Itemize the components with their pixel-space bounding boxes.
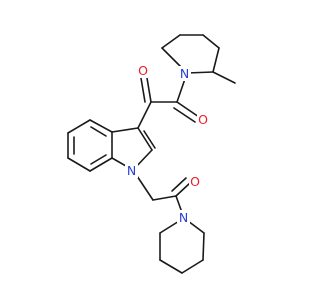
atom-label: O: [198, 112, 208, 127]
methyl-bond: [212, 71, 236, 84]
bond: [212, 47, 220, 73]
molecule-structure: O O N N O N: [67, 34, 236, 274]
bond: [181, 259, 204, 274]
atom-n-indole: N: [125, 163, 138, 178]
bond: [152, 195, 177, 201]
carbonyl-bond-outer: [175, 182, 191, 197]
bond: [202, 232, 205, 261]
bond: [67, 119, 91, 134]
atom-o-amide-bottom: O: [189, 174, 201, 189]
bond: [89, 119, 113, 133]
atom-n-piperidine-top: N: [178, 66, 191, 81]
carbonyl-bond-outer: [176, 101, 200, 118]
structure-canvas: O O N N O N: [67, 34, 236, 274]
atom-n-piperidine-bottom: N: [177, 210, 190, 225]
oxo-acetamide-linker: [137, 72, 200, 129]
carbonyl-bond-inner: [173, 107, 196, 123]
atom-o-amide-top: O: [197, 112, 209, 127]
indole-benzene-ring: [67, 119, 113, 172]
atom-label: O: [190, 174, 200, 189]
carbonyl-bond-inner: [140, 77, 146, 103]
atom-label: N: [127, 163, 136, 178]
bond: [202, 34, 220, 49]
bond: [67, 157, 91, 172]
bond: [137, 101, 152, 129]
bottom-piperidine-ring: [159, 217, 205, 274]
bond: [186, 71, 214, 74]
carbonyl-bond-inner: [171, 177, 187, 192]
bond: [137, 127, 153, 151]
atom-label: N: [179, 210, 188, 225]
top-piperidine-ring: [161, 34, 236, 84]
aromatic-inner: [90, 126, 107, 137]
atom-label: O: [138, 63, 148, 78]
atom-o-ketone: O: [137, 63, 149, 78]
double-bond-inner: [143, 130, 156, 149]
aromatic-inner: [90, 154, 107, 165]
bond: [161, 34, 181, 49]
carbonyl-bond-outer: [146, 77, 152, 103]
atom-label: N: [180, 66, 189, 81]
bond: [159, 259, 183, 274]
bond: [89, 157, 113, 172]
bond: [111, 127, 139, 133]
